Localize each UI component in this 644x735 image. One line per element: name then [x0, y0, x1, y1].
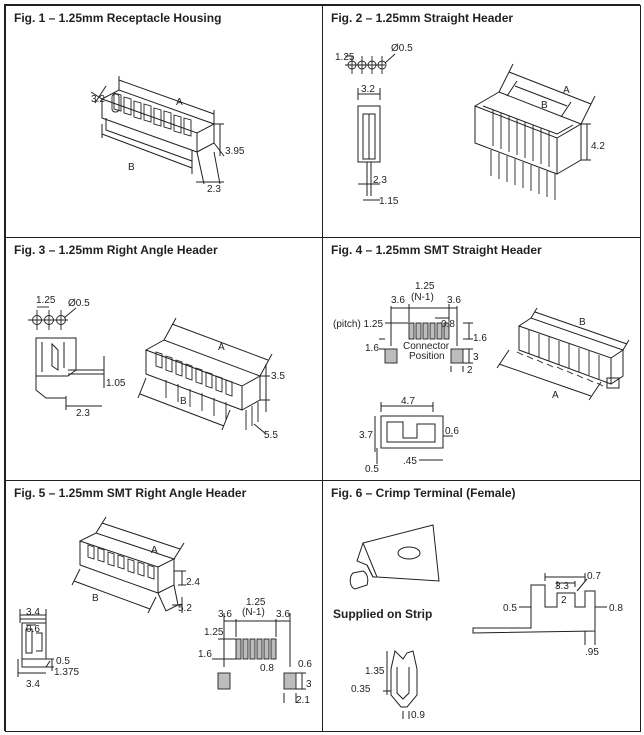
fig6-dim-2: 2 — [561, 595, 567, 606]
fig3-dim-5-5: 5.5 — [264, 430, 278, 441]
figure-1-drawing: A 3.2 B 3.95 2.3 — [90, 76, 245, 195]
figure-3-panel: Fig. 3 – 1.25mm Right Angle Header 1.25 … — [5, 237, 323, 481]
fig5-dim-0-6: 0.6 — [26, 624, 40, 635]
fig1-dim-2-3: 2.3 — [207, 184, 221, 195]
fig6-dim-1-35: 1.35 — [365, 666, 385, 677]
fig5-dim-2-1: 2.1 — [296, 695, 310, 706]
fig5-dim-a: A — [151, 545, 158, 556]
fig4-dim-3-6-left: 3.6 — [391, 295, 405, 306]
fig1-dim-b: B — [128, 162, 135, 173]
figure-grid: Fig. 1 – 1.25mm Receptacle Housing — [4, 4, 641, 732]
fig5-dim-b: B — [92, 593, 99, 604]
fig3-dim-hole: Ø0.5 — [68, 298, 90, 309]
fig5-dim-3: 3 — [306, 679, 312, 690]
fig4-dim-0-5: 0.5 — [365, 464, 379, 475]
fig6-dim-3-3: 3.3 — [555, 581, 569, 592]
fig4-position-label: Position — [409, 351, 445, 362]
fig6-dim-0-8: 0.8 — [609, 603, 623, 614]
fig6-dim-0-9: 0.9 — [411, 710, 425, 721]
fig1-dim-3-2: 3.2 — [91, 94, 105, 105]
fig1-dim-3-95: 3.95 — [225, 146, 245, 157]
fig5-dim-3-4-top: 3.4 — [26, 607, 40, 618]
fig4-dim-3: 3 — [473, 352, 479, 363]
fig5-dim-5-2: 5.2 — [178, 603, 192, 614]
figure-5-title: Fig. 5 – 1.25mm SMT Right Angle Header — [14, 486, 247, 500]
fig6-dim-0-5: 0.5 — [503, 603, 517, 614]
figure-5-panel: Fig. 5 – 1.25mm SMT Right Angle Header A… — [5, 480, 323, 732]
fig4-dim-1-6-left: 1.6 — [365, 343, 379, 354]
figure-4-panel: Fig. 4 – 1.25mm SMT Straight Header 1.25… — [322, 237, 641, 481]
fig4-dim-1-6-right: 1.6 — [473, 333, 487, 344]
fig5-dim-2-4: 2.4 — [186, 577, 200, 588]
figure-3-drawing: 1.25 Ø0.5 1.05 2.3 — [28, 295, 285, 441]
fig5-dim-1-25-side: 1.25 — [204, 627, 224, 638]
fig2-dim-b: B — [541, 100, 548, 111]
fig3-dim-2-3: 2.3 — [76, 408, 90, 419]
fig2-dim-pitch: 1.25 — [335, 52, 355, 63]
fig5-dim-0-6-right: 0.6 — [298, 659, 312, 670]
fig5-dim-3-6-right: 3.6 — [276, 609, 290, 620]
fig2-dim-2-3: 2.3 — [373, 175, 387, 186]
fig4-dim-0-8: 0.8 — [441, 319, 455, 330]
fig4-connector-label: Connector — [403, 341, 450, 352]
figure-4-title: Fig. 4 – 1.25mm SMT Straight Header — [331, 243, 542, 257]
fig6-dim-0-95: .95 — [585, 647, 599, 658]
fig4-dim-n1: (N-1) — [411, 292, 434, 303]
fig4-dim-b: B — [579, 317, 586, 328]
figure-1-title: Fig. 1 – 1.25mm Receptacle Housing — [14, 11, 222, 25]
figure-2-title: Fig. 2 – 1.25mm Straight Header — [331, 11, 514, 25]
fig3-dim-3-5: 3.5 — [271, 371, 285, 382]
figure-1-panel: Fig. 1 – 1.25mm Receptacle Housing — [5, 5, 323, 238]
fig5-dim-0-5: 0.5 — [56, 656, 70, 667]
fig2-dim-hole: Ø0.5 — [391, 43, 413, 54]
fig4-dim-0-6: 0.6 — [445, 426, 459, 437]
figure-6-drawing: Supplied on Strip 3.3 0.7 2 0.5 0.8 .95 … — [333, 524, 623, 721]
fig4-dim-4-7: 4.7 — [401, 396, 415, 407]
fig5-dim-n1: (N-1) — [242, 607, 265, 618]
fig2-dim-a: A — [563, 85, 570, 96]
figure-2-drawing: 1.25 Ø0.5 3.2 2.3 1.15 — [335, 43, 605, 207]
fig2-dim-3-2: 3.2 — [361, 84, 375, 95]
fig5-dim-1-375: 1.375 — [54, 667, 79, 678]
fig5-dim-1-25-top: 1.25 — [246, 597, 266, 608]
figure-4-drawing: 1.25 (N-1) 3.6 3.6 (pitch) 1.25 0.8 1.6 … — [333, 281, 630, 475]
fig4-dim-0-45: .45 — [403, 456, 417, 467]
fig6-supplied-on-strip: Supplied on Strip — [333, 607, 432, 621]
figure-6-panel: Fig. 6 – Crimp Terminal (Female) Supplie… — [322, 480, 641, 732]
fig6-dim-0-7: 0.7 — [587, 571, 601, 582]
fig3-dim-a: A — [218, 342, 225, 353]
fig4-dim-pitch: (pitch) 1.25 — [333, 319, 383, 330]
fig2-dim-1-15: 1.15 — [379, 196, 399, 207]
fig5-dim-1-6: 1.6 — [198, 649, 212, 660]
fig4-dim-2: 2 — [467, 365, 473, 376]
fig4-dim-1-25: 1.25 — [415, 281, 435, 292]
fig5-dim-3-6-left: 3.6 — [218, 609, 232, 620]
fig3-dim-1-05: 1.05 — [106, 378, 126, 389]
fig4-dim-a: A — [552, 390, 559, 401]
figure-5-drawing: A B 2.4 5.2 3.4 0.6 0.5 1.375 3.4 — [17, 516, 312, 706]
fig5-dim-0-8: 0.8 — [260, 663, 274, 674]
fig5-dim-3-4-bottom: 3.4 — [26, 679, 40, 690]
fig1-dim-a: A — [176, 97, 183, 108]
figure-6-title: Fig. 6 – Crimp Terminal (Female) — [331, 486, 516, 500]
fig3-dim-b: B — [180, 396, 187, 407]
fig2-dim-4-2: 4.2 — [591, 141, 605, 152]
fig4-dim-3-7: 3.7 — [359, 430, 373, 441]
figure-2-panel: Fig. 2 – 1.25mm Straight Header 1.25 Ø0.… — [322, 5, 641, 238]
figure-3-title: Fig. 3 – 1.25mm Right Angle Header — [14, 243, 218, 257]
fig4-dim-3-6-right: 3.6 — [447, 295, 461, 306]
fig6-dim-0-35: 0.35 — [351, 684, 371, 695]
fig3-dim-pitch: 1.25 — [36, 295, 56, 306]
